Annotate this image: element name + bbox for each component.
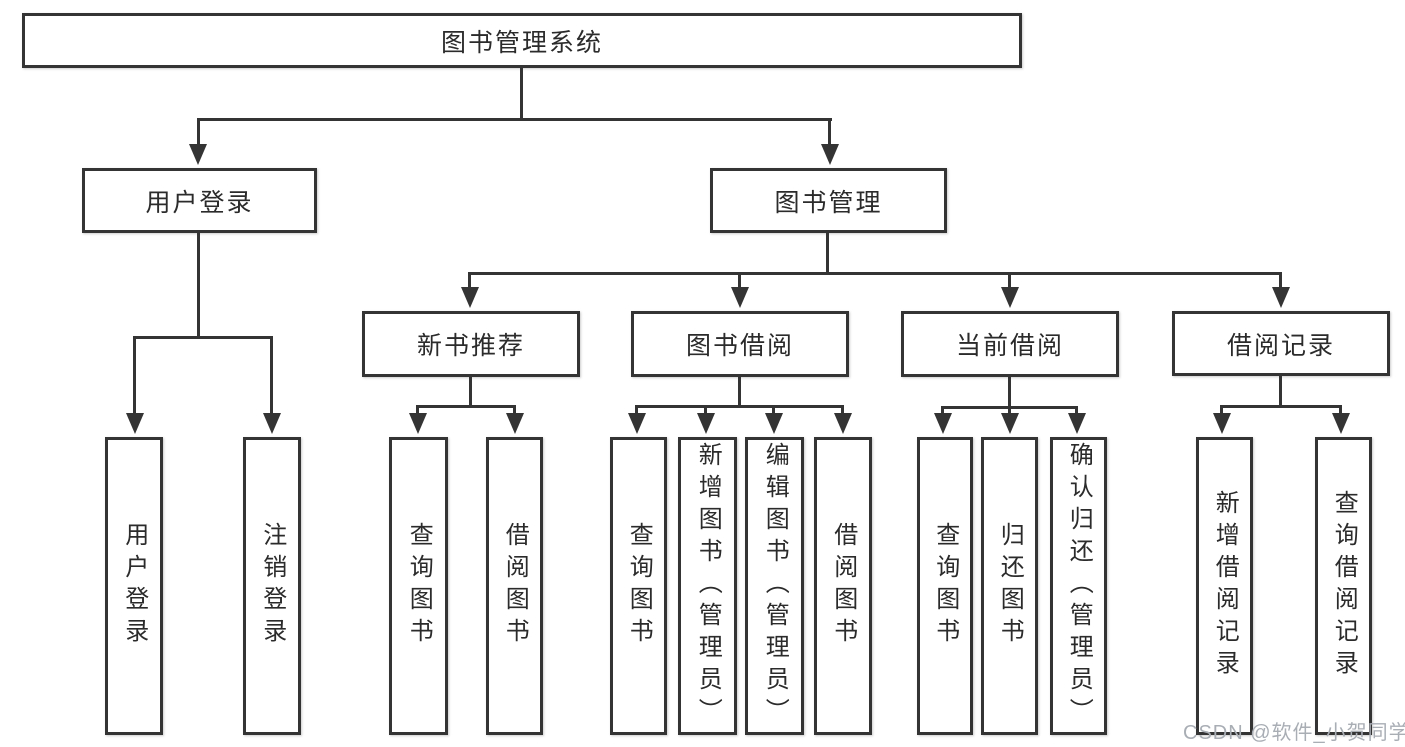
connector-line [1075,406,1078,415]
connector-line [704,405,707,415]
leaf-borrowing-borrow-book: 借阅图书 [814,437,872,735]
leaf-borrowing-add-book-admin: 新增图书（管理员） [678,437,737,735]
connector-line [1279,272,1282,289]
connector-line [416,405,516,408]
connector-line [738,377,741,407]
leaf-records-query-record-label: 查询借阅记录 [1330,490,1358,682]
arrow-down-icon [263,413,281,434]
connector-line [828,118,831,146]
node-book-borrowing-label: 图书借阅 [685,332,794,360]
leaf-recommend-query-book: 查询图书 [389,437,448,735]
connector-line [1008,377,1011,408]
leaf-current-return-book-label: 归还图书 [996,522,1024,650]
connector-line [1220,405,1223,415]
connector-line [1279,376,1282,407]
leaf-borrowing-borrow-book-label: 借阅图书 [829,522,857,650]
leaf-user-login: 用户登录 [105,437,163,735]
arrow-down-icon [126,413,144,434]
connector-line [826,233,829,274]
connector-line [1008,406,1011,415]
arrow-down-icon [189,144,207,165]
connector-line [133,336,136,413]
node-user-login-label: 用户登录 [145,188,254,217]
leaf-borrowing-query-book: 查询图书 [610,437,667,735]
leaf-current-query-book: 查询图书 [917,437,973,735]
arrow-down-icon [731,287,749,308]
arrow-down-icon [834,413,852,434]
connector-line [635,405,844,408]
connector-line [1008,272,1011,289]
connector-line [1220,405,1342,408]
connector-line [520,68,523,120]
node-new-book-recommend-label: 新书推荐 [416,332,525,360]
node-root-label: 图书管理系统 [440,28,603,57]
leaf-recommend-borrow-book: 借阅图书 [486,437,543,735]
connector-line [469,377,472,407]
leaf-recommend-borrow-book-label: 借阅图书 [501,522,529,650]
arrow-down-icon [1068,413,1086,434]
node-current-borrowing: 当前借阅 [901,311,1119,377]
connector-line [841,405,844,415]
node-user-login: 用户登录 [82,168,317,233]
leaf-records-query-record: 查询借阅记录 [1315,437,1372,735]
leaf-logout: 注销登录 [243,437,301,735]
connector-line [513,405,516,415]
connector-line [738,272,741,289]
arrow-down-icon [1001,413,1019,434]
leaf-current-confirm-return-admin: 确认归还（管理员） [1050,437,1107,735]
leaf-borrowing-add-book-admin-label: 新增图书（管理员） [694,442,722,730]
connector-line [416,405,419,415]
node-book-management-label: 图书管理 [774,188,883,217]
leaf-current-confirm-return-admin-label: 确认归还（管理员） [1065,442,1093,730]
arrow-down-icon [628,413,646,434]
leaf-current-query-book-label: 查询图书 [931,522,959,650]
leaf-borrowing-edit-book-admin-label: 编辑图书（管理员） [761,442,789,730]
leaf-borrowing-edit-book-admin: 编辑图书（管理员） [745,437,804,735]
connector-line [197,233,200,338]
csdn-watermark: CSDN @软件_小贺同学 [1183,722,1405,744]
leaf-recommend-query-book-label: 查询图书 [405,522,433,650]
node-new-book-recommend: 新书推荐 [362,311,580,377]
node-book-borrowing: 图书借阅 [631,311,849,377]
node-current-borrowing-label: 当前借阅 [955,332,1064,360]
arrow-down-icon [1272,287,1290,308]
arrow-down-icon [765,413,783,434]
arrow-down-icon [1332,413,1350,434]
connector-line [635,405,638,415]
leaf-logout-label: 注销登录 [258,522,286,650]
connector-line [468,272,471,289]
connector-line [197,118,200,146]
node-borrowing-records-label: 借阅记录 [1226,331,1335,360]
arrow-down-icon [461,287,479,308]
node-root: 图书管理系统 [22,13,1022,68]
arrow-down-icon [934,413,952,434]
connector-line [772,405,775,415]
node-book-management: 图书管理 [710,168,947,233]
arrow-down-icon [821,144,839,165]
connector-line [133,336,273,339]
arrow-down-icon [506,413,524,434]
arrow-down-icon [409,413,427,434]
leaf-current-return-book: 归还图书 [981,437,1038,735]
arrow-down-icon [1001,287,1019,308]
arrow-down-icon [1213,413,1231,434]
connector-line [468,272,1282,275]
connector-line [941,406,944,415]
connector-line [197,118,832,121]
node-borrowing-records: 借阅记录 [1172,311,1390,376]
leaf-user-login-label: 用户登录 [120,522,148,650]
connector-line [1339,405,1342,415]
leaf-records-add-record: 新增借阅记录 [1196,437,1253,735]
arrow-down-icon [697,413,715,434]
leaf-borrowing-query-book-label: 查询图书 [625,522,653,650]
leaf-records-add-record-label: 新增借阅记录 [1211,490,1239,682]
connector-line [270,336,273,413]
